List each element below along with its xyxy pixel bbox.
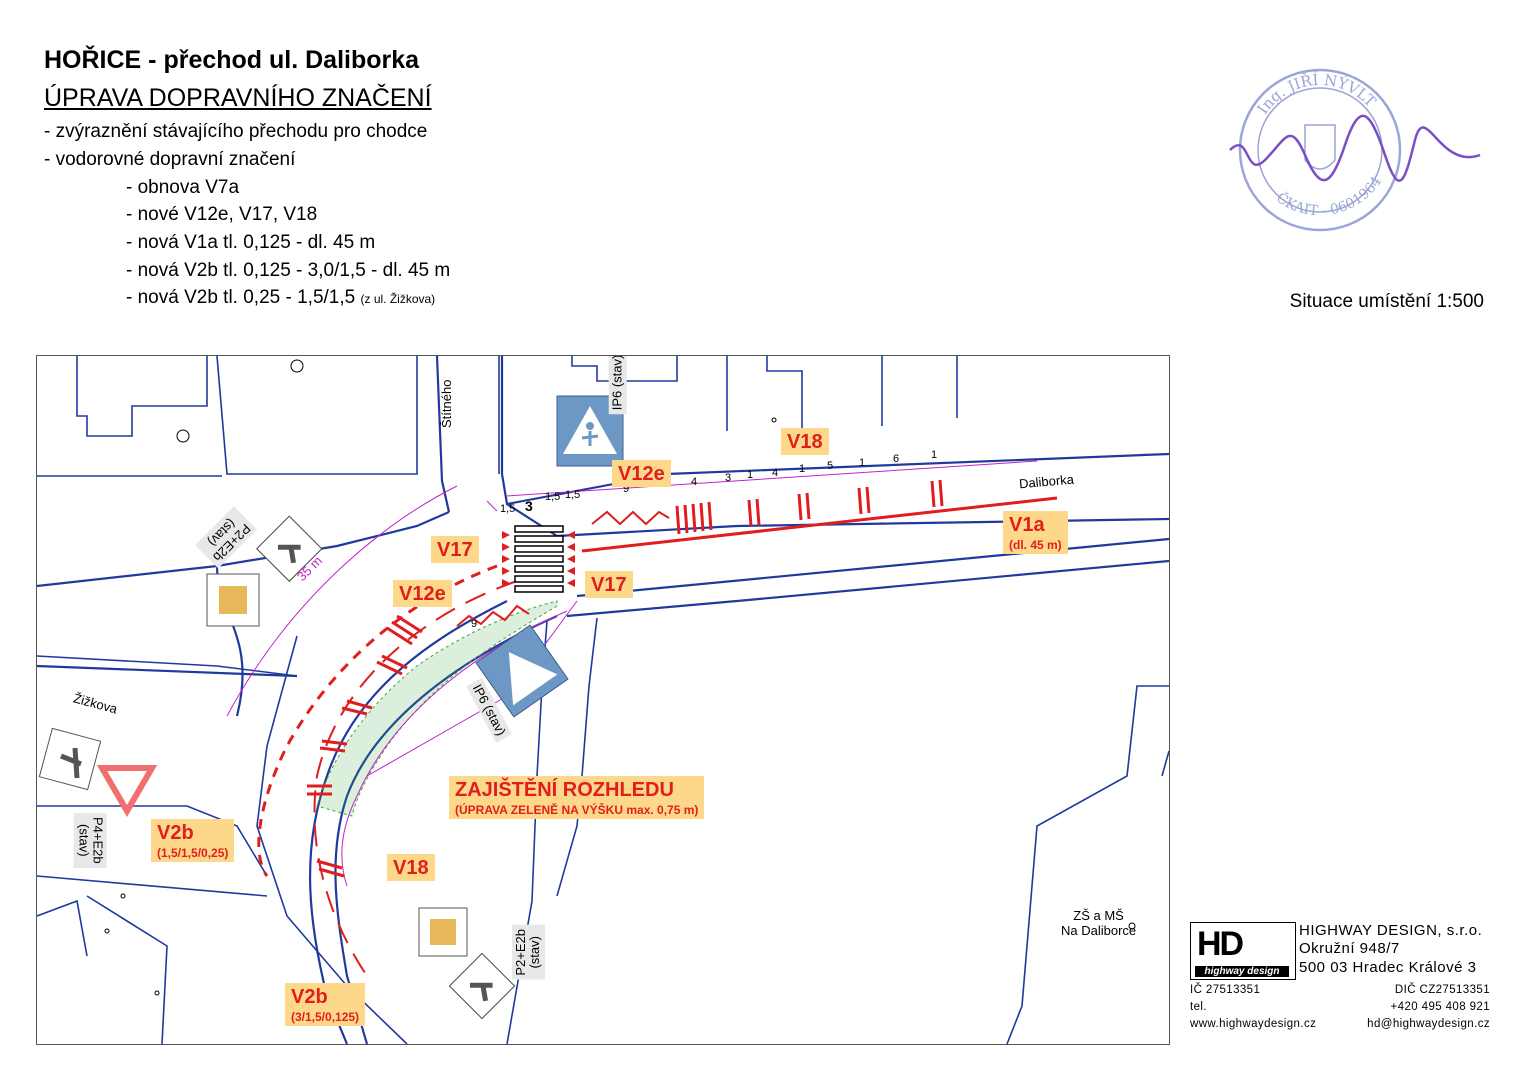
sign-p2-bottom <box>418 907 516 1020</box>
note-2: - vodorovné dopravní značení <box>44 149 296 170</box>
dim-2: 3 <box>525 498 533 514</box>
site-plan: Štítného Daliborka Žižkova ZŠ a MŠ Na Da… <box>36 355 1170 1045</box>
label-v18-bottom: V18 <box>387 854 435 881</box>
label-v12e-top: V12e <box>612 460 671 487</box>
label-v2b-bottom-sub: (3/1,5/0,125) <box>291 1010 360 1024</box>
sign-p2-bottom-line-2: (stav) <box>527 936 543 969</box>
dim-5: 9 <box>623 483 630 495</box>
dim-12: 1 <box>859 457 866 469</box>
label-v12e-left: V12e <box>393 580 452 607</box>
note-6: - nová V2b tl. 0,125 - 3,0/1,5 - dl. 45 … <box>126 260 451 281</box>
sign-p4-label: P4+E2b (stav) <box>74 812 107 868</box>
crossing-v7a <box>514 525 564 593</box>
label-v2b-left-title: V2b <box>157 822 194 844</box>
dim-11: 5 <box>827 460 834 472</box>
note-7: - nová V2b tl. 0,25 - 1,5/1,5 (z ul. Žiž… <box>126 287 435 309</box>
note-5: - nová V1a tl. 0,125 - dl. 45 m <box>126 232 376 253</box>
company-logo-caption: highway design <box>1195 966 1289 977</box>
stamp: Ing. JIŘÍ NÝVLT ČKAIT - 0601964 <box>1229 68 1481 232</box>
note-7-suffix: (z ul. Žižkova) <box>360 292 436 306</box>
company-web[interactable]: www.highwaydesign.cz <box>1190 1018 1317 1030</box>
label-v2b-left-sub: (1,5/1,5/0,25) <box>157 846 229 860</box>
company-tel: +420 495 408 921 <box>1390 1001 1490 1013</box>
scale-label: Situace umístění 1:500 <box>1289 291 1484 312</box>
dim-15: 9 <box>471 618 478 630</box>
dim-7: 3 <box>725 472 732 484</box>
v12e-left <box>456 604 530 627</box>
signature <box>1229 114 1481 182</box>
sign-p4 <box>38 727 158 817</box>
sign-ip6-bottom <box>475 624 569 718</box>
company-email[interactable]: hd@highwaydesign.cz <box>1367 1018 1490 1030</box>
company-street: Okružní 948/7 <box>1299 940 1400 957</box>
sign-ip6-top-label: IP6 (stav) <box>608 356 627 415</box>
page-title: HOŘICE - přechod ul. Daliborka <box>44 46 420 74</box>
label-zajisteni-title: ZAJIŠTĚNÍ ROZHLEDU <box>455 779 674 801</box>
dim-10: 1 <box>799 463 806 475</box>
label-zajisteni: ZAJIŠTĚNÍ ROZHLEDU (ÚPRAVA ZELENĚ NA VÝŠ… <box>449 776 705 819</box>
note-3: - obnova V7a <box>126 177 240 198</box>
school-label: ZŠ a MŠ Na Daliborce <box>1061 908 1136 938</box>
company-name: HIGHWAY DESIGN, s.r.o. <box>1299 922 1483 939</box>
sign-p4-line-1: P4+E2b <box>90 816 106 864</box>
label-v17-left: V17 <box>431 536 479 563</box>
company-dic: DIČ CZ27513351 <box>1394 984 1490 996</box>
dimension-lines <box>226 460 1038 887</box>
v12e-top <box>591 510 670 526</box>
sign-p2-bottom-line-1: P2+E2b <box>513 928 529 976</box>
dim-8: 1 <box>747 469 754 481</box>
dim-14: 1 <box>931 449 938 461</box>
sign-p2-top-square <box>206 573 260 627</box>
label-v2b-bottom-title: V2b <box>291 986 328 1008</box>
v18-curve-bars <box>307 614 423 878</box>
school-line-2: Na Daliborce <box>1061 923 1137 938</box>
note-4: - nové V12e, V17, V18 <box>126 204 318 225</box>
label-zajisteni-sub: (ÚPRAVA ZELENĚ NA VÝŠKU max. 0,75 m) <box>455 803 699 817</box>
dim-9: 4 <box>772 467 779 479</box>
company-ic: IČ 27513351 <box>1190 984 1261 996</box>
note-7-text: - nová V2b tl. 0,25 - 1,5/1,5 <box>126 287 356 308</box>
sight-zone <box>316 600 558 817</box>
label-v1a-title: V1a <box>1009 514 1045 536</box>
v17-triangles <box>502 531 575 587</box>
label-v2b-bottom: V2b (3/1,5/0,125) <box>285 983 366 1026</box>
label-v1a-sub: (dl. 45 m) <box>1009 538 1062 552</box>
stamp-text-top: Ing. JIŘÍ NÝVLT <box>1254 71 1380 118</box>
dim-1: 1,5 <box>500 503 516 515</box>
street-stitneho: Štítného <box>439 379 454 428</box>
school-line-1: ZŠ a MŠ <box>1073 908 1124 923</box>
sign-p2-top <box>256 515 323 582</box>
site-plan-drawing <box>37 356 1169 1044</box>
v18-top-bars <box>675 479 944 535</box>
dim-4: 1,5 <box>565 489 581 501</box>
company-logo: HD highway design <box>1190 922 1296 980</box>
road-edges <box>37 356 1169 1044</box>
note-1: - zvýraznění stávajícího přechodu pro ch… <box>44 121 428 142</box>
label-v18-top: V18 <box>781 428 829 455</box>
road-markings <box>257 479 1058 977</box>
map-symbols <box>104 359 1136 996</box>
label-v2b-left: V2b (1,5/1,5/0,25) <box>151 819 235 862</box>
v1a-line <box>581 496 1058 553</box>
company-city: 500 03 Hradec Králové 3 <box>1299 959 1477 976</box>
v2b-bottom-line <box>313 580 518 977</box>
label-v1a: V1a (dl. 45 m) <box>1003 511 1068 554</box>
v2b-left-line <box>257 564 498 877</box>
dim-13: 6 <box>893 453 900 465</box>
company-logo-letters: HD <box>1197 925 1244 963</box>
company-tel-label: tel. <box>1190 1001 1207 1013</box>
dim-6: 4 <box>691 476 698 488</box>
label-v17-right: V17 <box>585 571 633 598</box>
sign-p4-line-2: (stav) <box>76 824 92 857</box>
sign-p2-bottom-label: P2+E2b (stav) <box>512 924 545 980</box>
page-subtitle: ÚPRAVA DOPRAVNÍHO ZNAČENÍ <box>44 84 432 112</box>
dim-3: 1,5 <box>545 491 561 503</box>
